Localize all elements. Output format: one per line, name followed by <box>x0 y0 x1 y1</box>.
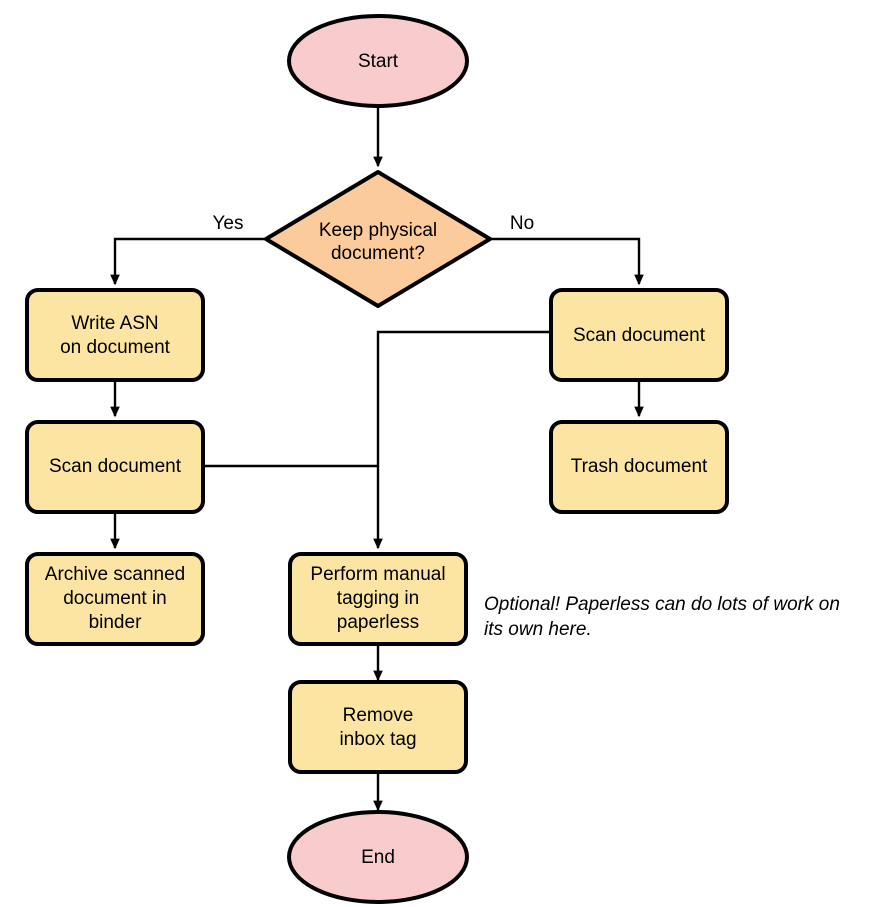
start-label: Start <box>358 51 399 72</box>
scan-document-right-box <box>549 288 729 382</box>
trash-document-label: Trash document <box>571 456 708 477</box>
node-write-asn[interactable]: Write ASN on document <box>25 288 205 382</box>
remove-inbox-tag-box <box>288 680 468 774</box>
node-scan-document-right[interactable]: Scan document <box>549 288 729 382</box>
annotation-note: Optional! Paperless can do lots of work … <box>484 594 840 640</box>
archive-label-line2: document in <box>63 588 167 609</box>
tagging-label-line2: tagging in <box>337 588 419 609</box>
tagging-box <box>288 552 468 646</box>
write-asn-label-line1: Write ASN <box>71 313 158 334</box>
node-trash-document[interactable]: Trash document <box>549 420 729 514</box>
edge-scanright-to-tagging <box>373 330 551 550</box>
end-ellipse <box>287 810 469 904</box>
decision-label-line2: document? <box>331 243 425 264</box>
archive-label-line1: Archive scanned <box>45 564 185 585</box>
write-asn-box <box>25 288 205 382</box>
start-ellipse <box>287 14 469 108</box>
scan-document-right-label: Scan document <box>573 325 706 346</box>
node-archive[interactable]: Archive scanned document in binder <box>25 552 205 646</box>
scan-document-left-box <box>25 420 205 514</box>
tagging-label-line3: paperless <box>337 612 419 633</box>
archive-label-line3: binder <box>89 612 142 633</box>
edge-decision-to-writeasn <box>110 237 265 286</box>
node-end[interactable]: End <box>287 810 469 904</box>
edge-label-yes: Yes <box>213 213 244 234</box>
annotation-line1: Optional! Paperless can do lots of work … <box>484 594 840 615</box>
annotation-line2: its own here. <box>484 619 592 640</box>
archive-box <box>25 552 205 646</box>
node-start[interactable]: Start <box>287 14 469 108</box>
connector-layer <box>110 102 644 812</box>
edge-label-no: No <box>510 213 534 234</box>
tagging-label-line1: Perform manual <box>310 564 445 585</box>
remove-inbox-tag-label-line1: Remove <box>343 705 414 726</box>
node-decision[interactable]: Keep physical document? <box>264 170 492 308</box>
trash-document-box <box>549 420 729 514</box>
scan-document-left-label: Scan document <box>49 456 182 477</box>
node-tagging[interactable]: Perform manual tagging in paperless <box>288 552 468 646</box>
decision-label-line1: Keep physical <box>319 220 437 241</box>
end-label: End <box>361 847 395 868</box>
write-asn-label-line2: on document <box>60 337 171 358</box>
edge-decision-to-scanright <box>490 237 644 286</box>
remove-inbox-tag-label-line2: inbox tag <box>339 729 416 750</box>
node-remove-inbox-tag[interactable]: Remove inbox tag <box>288 680 468 774</box>
node-scan-document-left[interactable]: Scan document <box>25 420 205 514</box>
decision-diamond <box>264 170 492 308</box>
